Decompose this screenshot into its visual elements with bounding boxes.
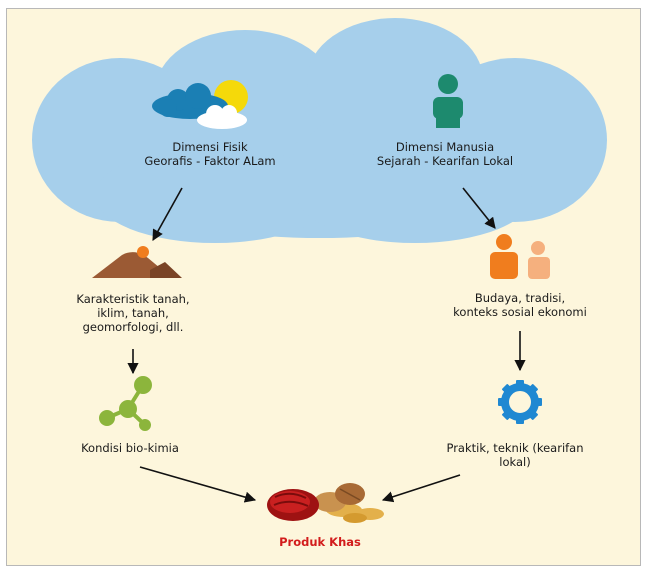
arrow-practice-to-product [381, 474, 461, 503]
human-dimension-line1: Dimensi Manusia [395, 140, 495, 154]
person-icon [433, 74, 463, 128]
molecule-icon [99, 376, 152, 431]
arrow-physical-to-soil [152, 187, 183, 241]
product-label: Produk Khas [279, 535, 361, 549]
practice-label: Praktik, teknik (kearifan lokal) [420, 441, 610, 469]
culture-line2: konteks sosial ekonomi [453, 305, 587, 319]
weather-icon [152, 80, 248, 129]
soil-line3: geomorfologi, dll. [82, 320, 184, 334]
human-dimension-label: Dimensi Manusia Sejarah - Kearifan Lokal [360, 140, 530, 168]
practice-line1: Praktik, teknik (kearifan [446, 441, 584, 455]
cloud-shape [32, 18, 607, 243]
culture-line1: Budaya, tradisi, [474, 291, 566, 305]
mountain-icon [92, 246, 182, 278]
biochemical-condition-label: Kondisi bio-kimia [60, 441, 200, 455]
practice-line2: lokal) [499, 455, 531, 469]
gear-icon [498, 380, 542, 424]
culture-label: Budaya, tradisi, konteks sosial ekonomi [425, 291, 615, 319]
soil-characteristics-label: Karakteristik tanah, iklim, tanah, geomo… [58, 292, 208, 334]
soil-line1: Karakteristik tanah, [76, 292, 190, 306]
arrow-biochem-to-product [139, 466, 257, 503]
human-dimension-line2: Sejarah - Kearifan Lokal [376, 154, 514, 168]
physical-dimension-label: Dimensi Fisik Georafis - Faktor ALam [140, 140, 280, 168]
biochem-line1: Kondisi bio-kimia [81, 441, 179, 455]
physical-dimension-line1: Dimensi Fisik [172, 140, 248, 154]
arrow-human-to-culture [462, 187, 496, 229]
products-icon [267, 483, 384, 523]
physical-dimension-line2: Georafis - Faktor ALam [144, 154, 276, 168]
soil-line2: iklim, tanah, [97, 306, 169, 320]
people-icon [490, 234, 550, 279]
